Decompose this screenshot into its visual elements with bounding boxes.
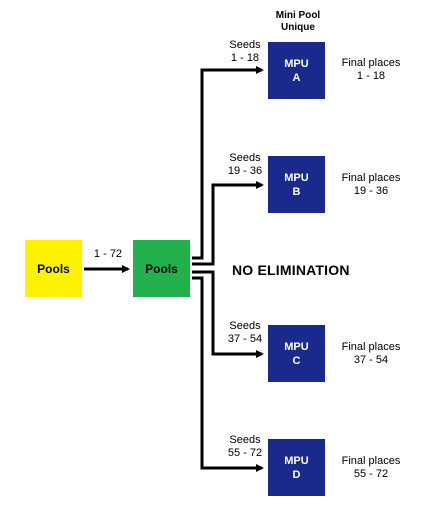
final-range-d: 55 - 72 <box>353 468 389 480</box>
final-places-a: Final places 1 - 18 <box>334 57 408 83</box>
pools-left-label: Pools <box>37 261 70 276</box>
mpu-name-c: MPU <box>284 340 309 353</box>
no-elimination-label: NO ELIMINATION <box>232 262 350 278</box>
seeds-label-b: Seeds 19 - 36 <box>222 152 268 178</box>
final-places-d: Final places 55 - 72 <box>334 455 408 481</box>
arrow-to-mpu-d <box>192 276 264 472</box>
mpu-letter-b: B <box>292 185 301 198</box>
final-title-b: Final places <box>341 172 401 184</box>
pools-left-box: Pools <box>25 240 82 297</box>
arrow-to-mpu-a <box>192 66 264 260</box>
mpu-name-d: MPU <box>284 454 309 467</box>
seeds-label-a: Seeds 1 - 18 <box>222 39 268 65</box>
final-title-c: Final places <box>341 341 401 353</box>
final-range-b: 19 - 36 <box>353 185 389 197</box>
mpu-box-b: MPU B <box>268 156 325 213</box>
mpu-name-b: MPU <box>284 171 309 184</box>
mpu-name-a: MPU <box>284 57 309 70</box>
final-range-c: 37 - 54 <box>353 354 389 366</box>
seeds-range-a: 1 - 18 <box>230 52 260 64</box>
entry-range-label: 1 - 72 <box>93 248 123 260</box>
final-title-a: Final places <box>341 57 401 69</box>
seeds-label-c: Seeds 37 - 54 <box>222 320 268 346</box>
seeds-range-b: 19 - 36 <box>227 165 263 177</box>
mpu-box-d: MPU D <box>268 439 325 496</box>
mini-pool-unique-header: Mini Pool Unique <box>263 10 333 34</box>
arrow-to-mpu-b <box>192 181 264 266</box>
final-places-c: Final places 37 - 54 <box>334 341 408 367</box>
header-line2: Unique <box>281 22 315 33</box>
mpu-letter-d: D <box>292 468 301 481</box>
mpu-box-c: MPU C <box>268 325 325 382</box>
mpu-box-a: MPU A <box>268 42 325 99</box>
seeds-range-c: 37 - 54 <box>227 333 263 345</box>
pools-right-label: Pools <box>145 261 178 276</box>
pools-right-box: Pools <box>133 240 190 297</box>
seeds-title-d: Seeds <box>229 434 261 446</box>
arrow-to-mpu-c <box>192 270 264 358</box>
mpu-letter-a: A <box>292 71 301 84</box>
mpu-letter-c: C <box>292 354 301 367</box>
header-line1: Mini Pool <box>275 10 321 21</box>
seeds-title-b: Seeds <box>229 152 261 164</box>
final-title-d: Final places <box>341 455 401 467</box>
final-places-b: Final places 19 - 36 <box>334 172 408 198</box>
seeds-range-d: 55 - 72 <box>227 447 263 459</box>
seeds-title-a: Seeds <box>229 39 261 51</box>
final-range-a: 1 - 18 <box>356 70 386 82</box>
seeds-title-c: Seeds <box>229 320 261 332</box>
seeds-label-d: Seeds 55 - 72 <box>222 434 268 460</box>
